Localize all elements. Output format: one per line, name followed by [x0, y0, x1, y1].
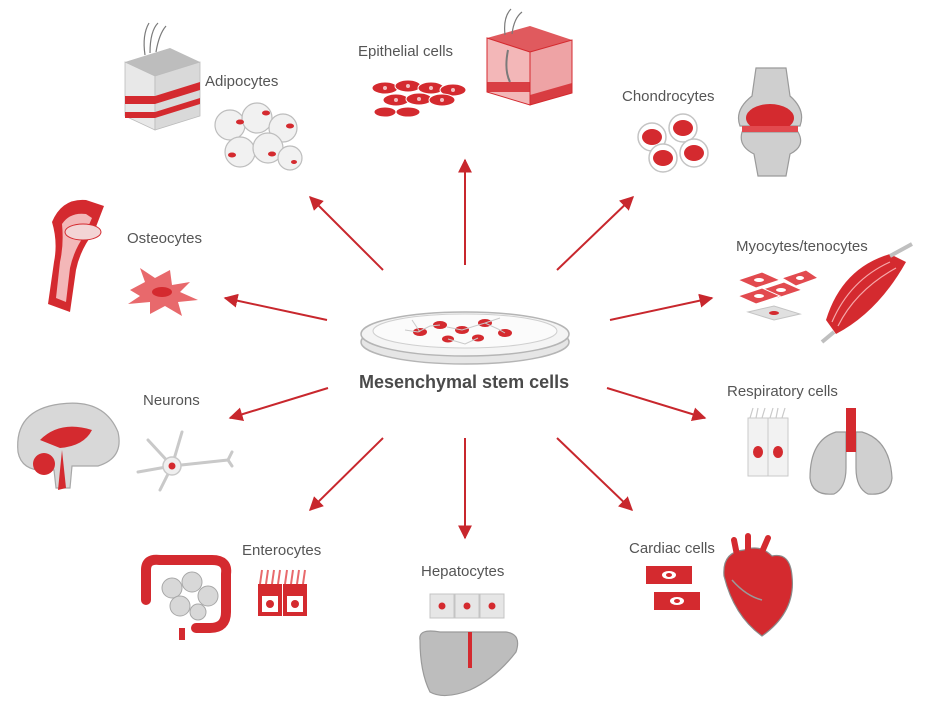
arrow-to-osteocytes [223, 293, 328, 321]
label-hepatocytes: Hepatocytes [421, 563, 505, 580]
knee-joint-icon [737, 67, 803, 177]
arrow-to-respiratory [606, 387, 707, 422]
arrows [223, 158, 714, 540]
label-osteocytes: Osteocytes [127, 230, 203, 247]
skin-block-icon [486, 8, 573, 106]
respiratory-cells-icon [747, 407, 789, 477]
myocytes-cells-icon [736, 269, 820, 321]
petri-dish-icon [360, 311, 570, 365]
osteocyte-cell-icon [128, 268, 198, 316]
intestine-icon [141, 554, 232, 640]
label-epithelial: Epithelial cells [358, 43, 454, 60]
arrow-to-cardiac [556, 437, 634, 511]
arrow-to-chondrocytes [556, 196, 635, 271]
label-myocytes: Myocytes/tenocytes [736, 238, 868, 255]
label-enterocytes: Enterocytes [242, 542, 322, 559]
arrow-to-adipocytes [309, 196, 384, 271]
brain-icon [17, 402, 120, 490]
label-neurons: Neurons [143, 392, 200, 409]
arrow-to-enterocytes [309, 437, 384, 511]
bone-icon [48, 199, 104, 312]
enterocyte-cells-icon [258, 569, 307, 616]
label-respiratory: Respiratory cells [727, 383, 838, 400]
arrow-to-myocytes [609, 293, 714, 321]
heart-icon [723, 533, 794, 637]
label-chondrocytes: Chondrocytes [622, 88, 715, 105]
liver-icon [419, 630, 519, 697]
label-cardiac: Cardiac cells [629, 540, 715, 557]
cardiac-cells-icon [646, 566, 700, 610]
adipose-tissue-icon [124, 22, 201, 131]
muscle-icon [820, 242, 913, 344]
center-label: Mesenchymal stem cells [359, 372, 570, 392]
arrow-to-neurons [228, 387, 329, 422]
neuron-cell-icon [136, 430, 234, 492]
chondrocytes-icon [637, 113, 709, 173]
lungs-icon [809, 408, 893, 495]
hepatocyte-cells-icon [429, 593, 505, 619]
epithelial-cells-icon [371, 79, 467, 118]
fat-cells-icon [214, 102, 303, 171]
label-adipocytes: Adipocytes [205, 73, 279, 90]
